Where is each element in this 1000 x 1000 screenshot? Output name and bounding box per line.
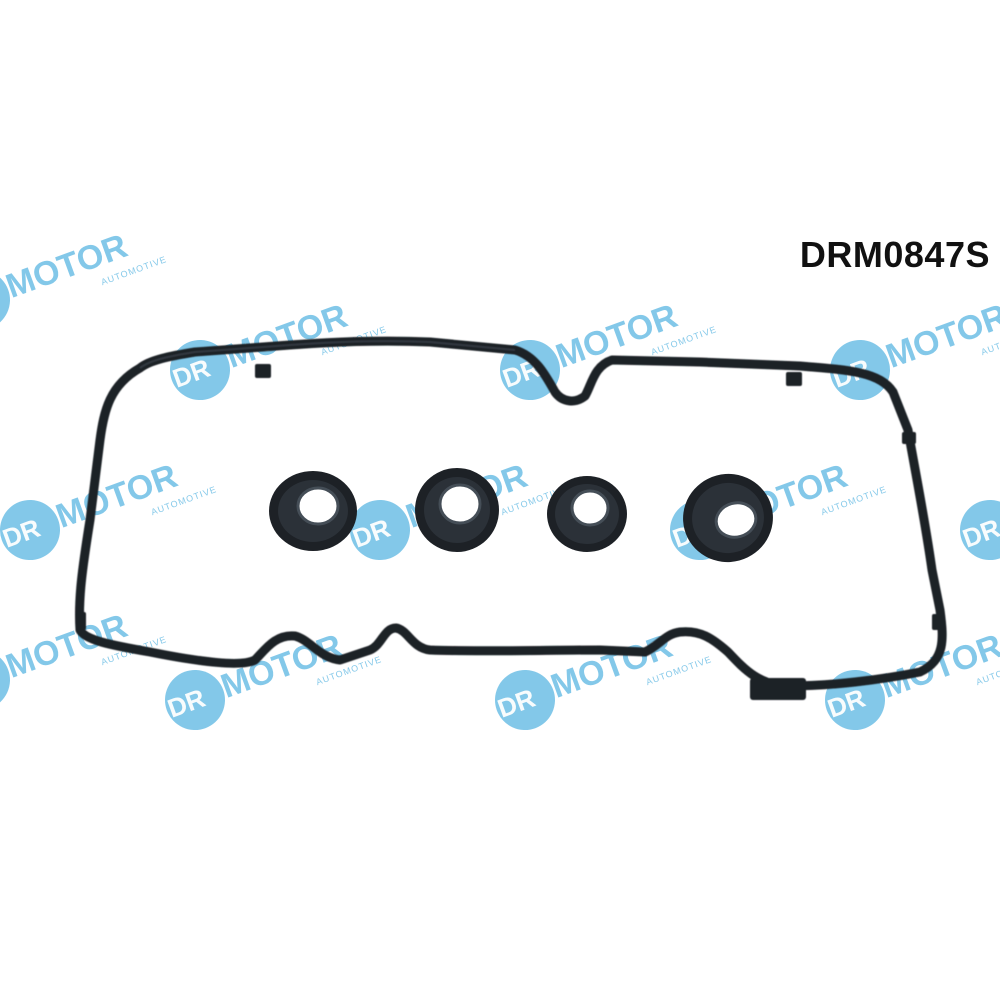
product-code-label: DRM0847S xyxy=(799,234,990,275)
valve-cover-gasket xyxy=(74,336,947,700)
tube-seal-1 xyxy=(269,471,357,551)
watermark-logos xyxy=(0,207,1000,739)
tube-seal-4 xyxy=(683,473,773,563)
tube-seal-3 xyxy=(547,476,627,552)
tube-seal-2 xyxy=(415,468,499,552)
